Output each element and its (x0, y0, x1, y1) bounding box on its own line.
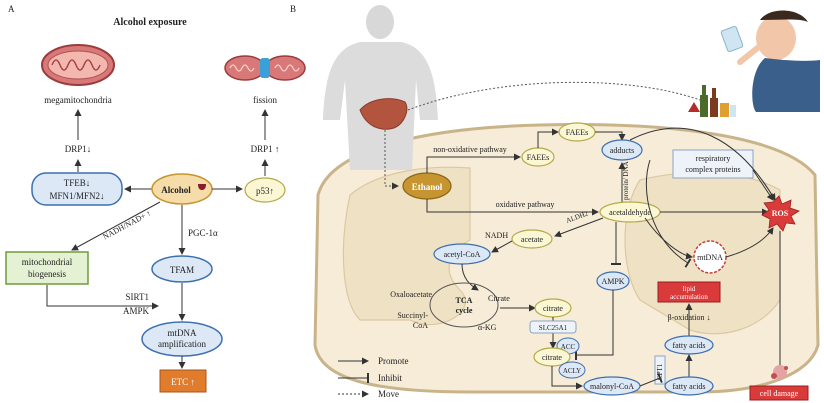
legend-inhibit: Inhibit (378, 373, 402, 383)
beta-ox-label: β-oxidation ↓ (668, 313, 711, 322)
acetate-node: acetate (511, 229, 553, 249)
tfeb-mfn-node: TFEB↓ MFN1/MFN2↓ (31, 172, 123, 206)
tfam-node: TFAM (151, 255, 213, 283)
mtdna-amp-line2: amplification (158, 339, 206, 349)
citrate-mito-node: citrate (534, 298, 572, 318)
faees-top-node: FAEEs (558, 122, 596, 142)
nadh-b-label: NADH (485, 231, 508, 240)
etc-label: ETC ↑ (171, 377, 195, 387)
slc-label: SLC25A1 (539, 324, 568, 332)
damaged-cell-icon (771, 365, 788, 379)
fissioning-mitochondrion-icon (224, 55, 306, 81)
alcohol-node: Alcohol (151, 173, 213, 205)
fission-label: fission (253, 95, 278, 105)
acetaldehyde-label: acetaldehyde (609, 208, 651, 217)
ampk-label-a: AMPK (123, 306, 150, 316)
faees-mid-label: FAEEs (527, 153, 550, 162)
fatty-acids-2-label: fatty acids (672, 382, 705, 391)
megamitochondria-label: megamitochondria (44, 95, 111, 105)
ros-label: ROS (772, 209, 789, 218)
wine-glass-icon (198, 184, 206, 190)
panel-b-letter: B (290, 4, 296, 14)
mtdna-circle-icon: mtDNA (693, 240, 727, 274)
tca-line1: TCA (456, 296, 473, 305)
citrate-cycle-label: Citrate (488, 294, 510, 303)
legend: Promote Inhibit Move (338, 356, 409, 399)
fatty-acids-2-node: fatty acids (664, 376, 714, 396)
slc25a1-node: SLC25A1 (529, 320, 577, 334)
liver-icon (359, 98, 408, 130)
citrate-cyto-label: citrate (542, 353, 562, 362)
acetate-label: acetate (521, 235, 544, 244)
tca-line2: cycle (456, 306, 473, 315)
acetaldehyde-node: acetaldehyde (599, 201, 661, 223)
pgc-label: PGC-1α (188, 228, 218, 238)
drinking-person-icon (720, 10, 820, 112)
cell-damage-node: cell damage (749, 385, 809, 401)
resp-line2: complex proteins (685, 165, 740, 174)
sirt1-label: SIRT1 (126, 292, 149, 302)
cpt1-node: CPT1 (654, 355, 666, 385)
protein-dna-label: protein/ DNA (622, 161, 630, 200)
acly-node: ACLY (558, 361, 586, 379)
alcohol-bottles-icon (688, 85, 736, 117)
non-oxidative-label: non-oxidative pathway (433, 145, 507, 154)
mito-bio-line1: mitochondrial (22, 257, 73, 267)
mfn-label: MFN1/MFN2↓ (49, 191, 104, 201)
acc-label: ACC (561, 343, 576, 351)
lipid-line1: lipid (683, 285, 696, 293)
panel-a-letter: A (8, 4, 15, 14)
alcohol-label: Alcohol (161, 185, 191, 195)
p53-node: p53↑ (244, 177, 286, 203)
legend-move: Move (378, 389, 399, 399)
cell-damage-label: cell damage (760, 389, 799, 398)
mtdna-amplification-node: mtDNA amplification (141, 321, 223, 357)
fatty-acids-1-node: fatty acids (664, 335, 714, 355)
mitochondrion-icon (41, 44, 115, 86)
citrate-mito-label: citrate (543, 304, 563, 313)
ethanol-node: Ethanol (402, 172, 452, 200)
faees-top-label: FAEEs (566, 128, 589, 137)
ampk-b-label: AMPK (601, 277, 624, 286)
lipid-accumulation-node: lipid accumulation (657, 281, 721, 303)
tca-cycle: Oxaloacetate Citrate TCA cycle Succinyl-… (390, 282, 510, 332)
fatty-acids-1-label: fatty acids (672, 341, 705, 350)
succinyl-line1: Succinyl- (397, 311, 428, 320)
acly-label: ACLY (563, 367, 581, 375)
acetyl-coa-label: acetyl-CoA (444, 250, 481, 259)
tfeb-label: TFEB↓ (64, 178, 91, 188)
oxidative-label: oxidative pathway (496, 200, 555, 209)
faees-mid-node: FAEEs (521, 147, 555, 167)
malonyl-coa-node: malonyl-CoA (583, 376, 641, 396)
mitochondrial-biogenesis-node: mitochondrial biogenesis (5, 251, 89, 285)
drp1-up-label: DRP1 ↑ (251, 144, 280, 154)
nadh-ratio-label: NADH/NAD+ ↑ (101, 208, 152, 241)
succinyl-line2: CoA (413, 321, 428, 330)
drp1-down-label: DRP1↓ (65, 144, 92, 154)
acetyl-coa-node: acetyl-CoA (433, 243, 491, 265)
etc-node: ETC ↑ (159, 369, 207, 393)
cpt1-label: CPT1 (656, 363, 664, 380)
resp-line1: respiratory (696, 154, 731, 163)
ethanol-label: Ethanol (412, 182, 443, 192)
respiratory-complex-node: respiratory complex proteins (672, 149, 754, 179)
ros-burst-icon: ROS (761, 195, 800, 232)
adducts-label: adducts (610, 146, 634, 155)
p53-label: p53↑ (256, 186, 274, 196)
lipid-line2: accumulation (670, 293, 708, 301)
mtdna-amp-line1: mtDNA (168, 328, 198, 338)
ampk-b-node: AMPK (596, 271, 630, 291)
adducts-node: adducts (601, 139, 643, 161)
tfam-label: TFAM (170, 265, 194, 275)
mtdna-b-label: mtDNA (697, 253, 723, 262)
panel-a-title: Alcohol exposure (113, 17, 187, 28)
mito-bio-line2: biogenesis (28, 269, 66, 279)
oxaloacetate-label: Oxaloacetate (390, 290, 432, 299)
legend-promote: Promote (378, 356, 409, 366)
akg-label: α-KG (478, 323, 497, 332)
malonyl-label: malonyl-CoA (590, 382, 634, 391)
